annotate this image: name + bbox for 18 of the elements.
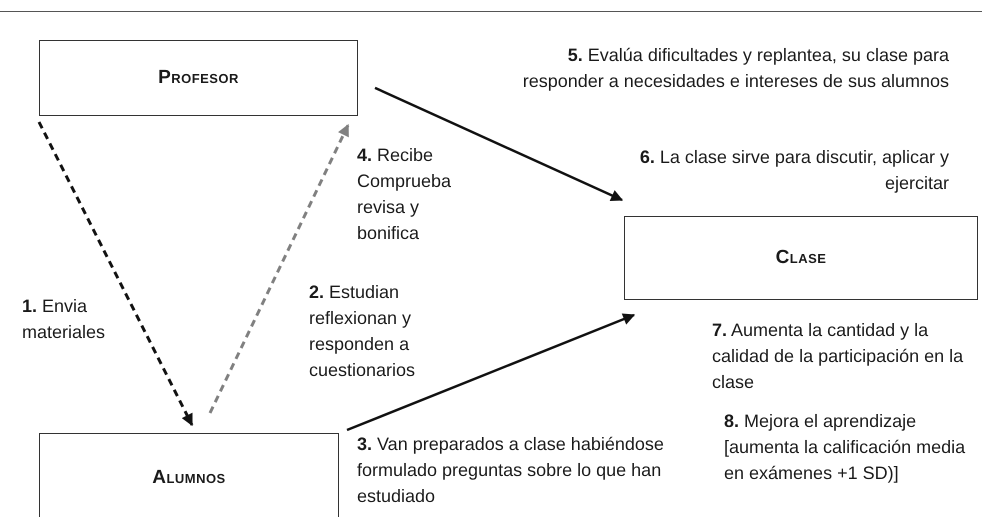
edge-label: 3. Van preparados a clase habiéndose formulado preguntas sobre lo que han estudiado bbox=[357, 433, 665, 508]
note-text: 2. Estudian reflexionan y responden a cuestionarios bbox=[309, 281, 416, 382]
edge-label: 4. Recibe Comprueba revisa y bonifica bbox=[357, 144, 452, 245]
arrow bbox=[208, 124, 350, 414]
box bbox=[39, 40, 358, 116]
arrow bbox=[38, 121, 194, 426]
note-text: 8. Mejora el aprendizaje [aumenta la calificación media en exámenes +1 SD)] bbox=[724, 410, 966, 485]
box bbox=[624, 216, 978, 300]
note-text: 6. La clase sirve para discutir, aplicar y ejercitar bbox=[638, 146, 949, 195]
arrow bbox=[346, 313, 636, 432]
edge-label: 1. Envia materiales bbox=[22, 295, 106, 344]
arrow bbox=[374, 86, 624, 202]
node-title: Clase bbox=[776, 246, 826, 270]
note-text: 7. Aumenta la cantidad y la calidad de la participación en la clase bbox=[712, 319, 964, 394]
note-text: 5. Evalúa dificultades y replantea, su clase para responder a necesidades e intereses de sus alumnos bbox=[522, 44, 949, 93]
box bbox=[39, 433, 339, 517]
node-title: Profesor bbox=[158, 66, 239, 90]
node-title: Alumnos bbox=[152, 466, 226, 490]
